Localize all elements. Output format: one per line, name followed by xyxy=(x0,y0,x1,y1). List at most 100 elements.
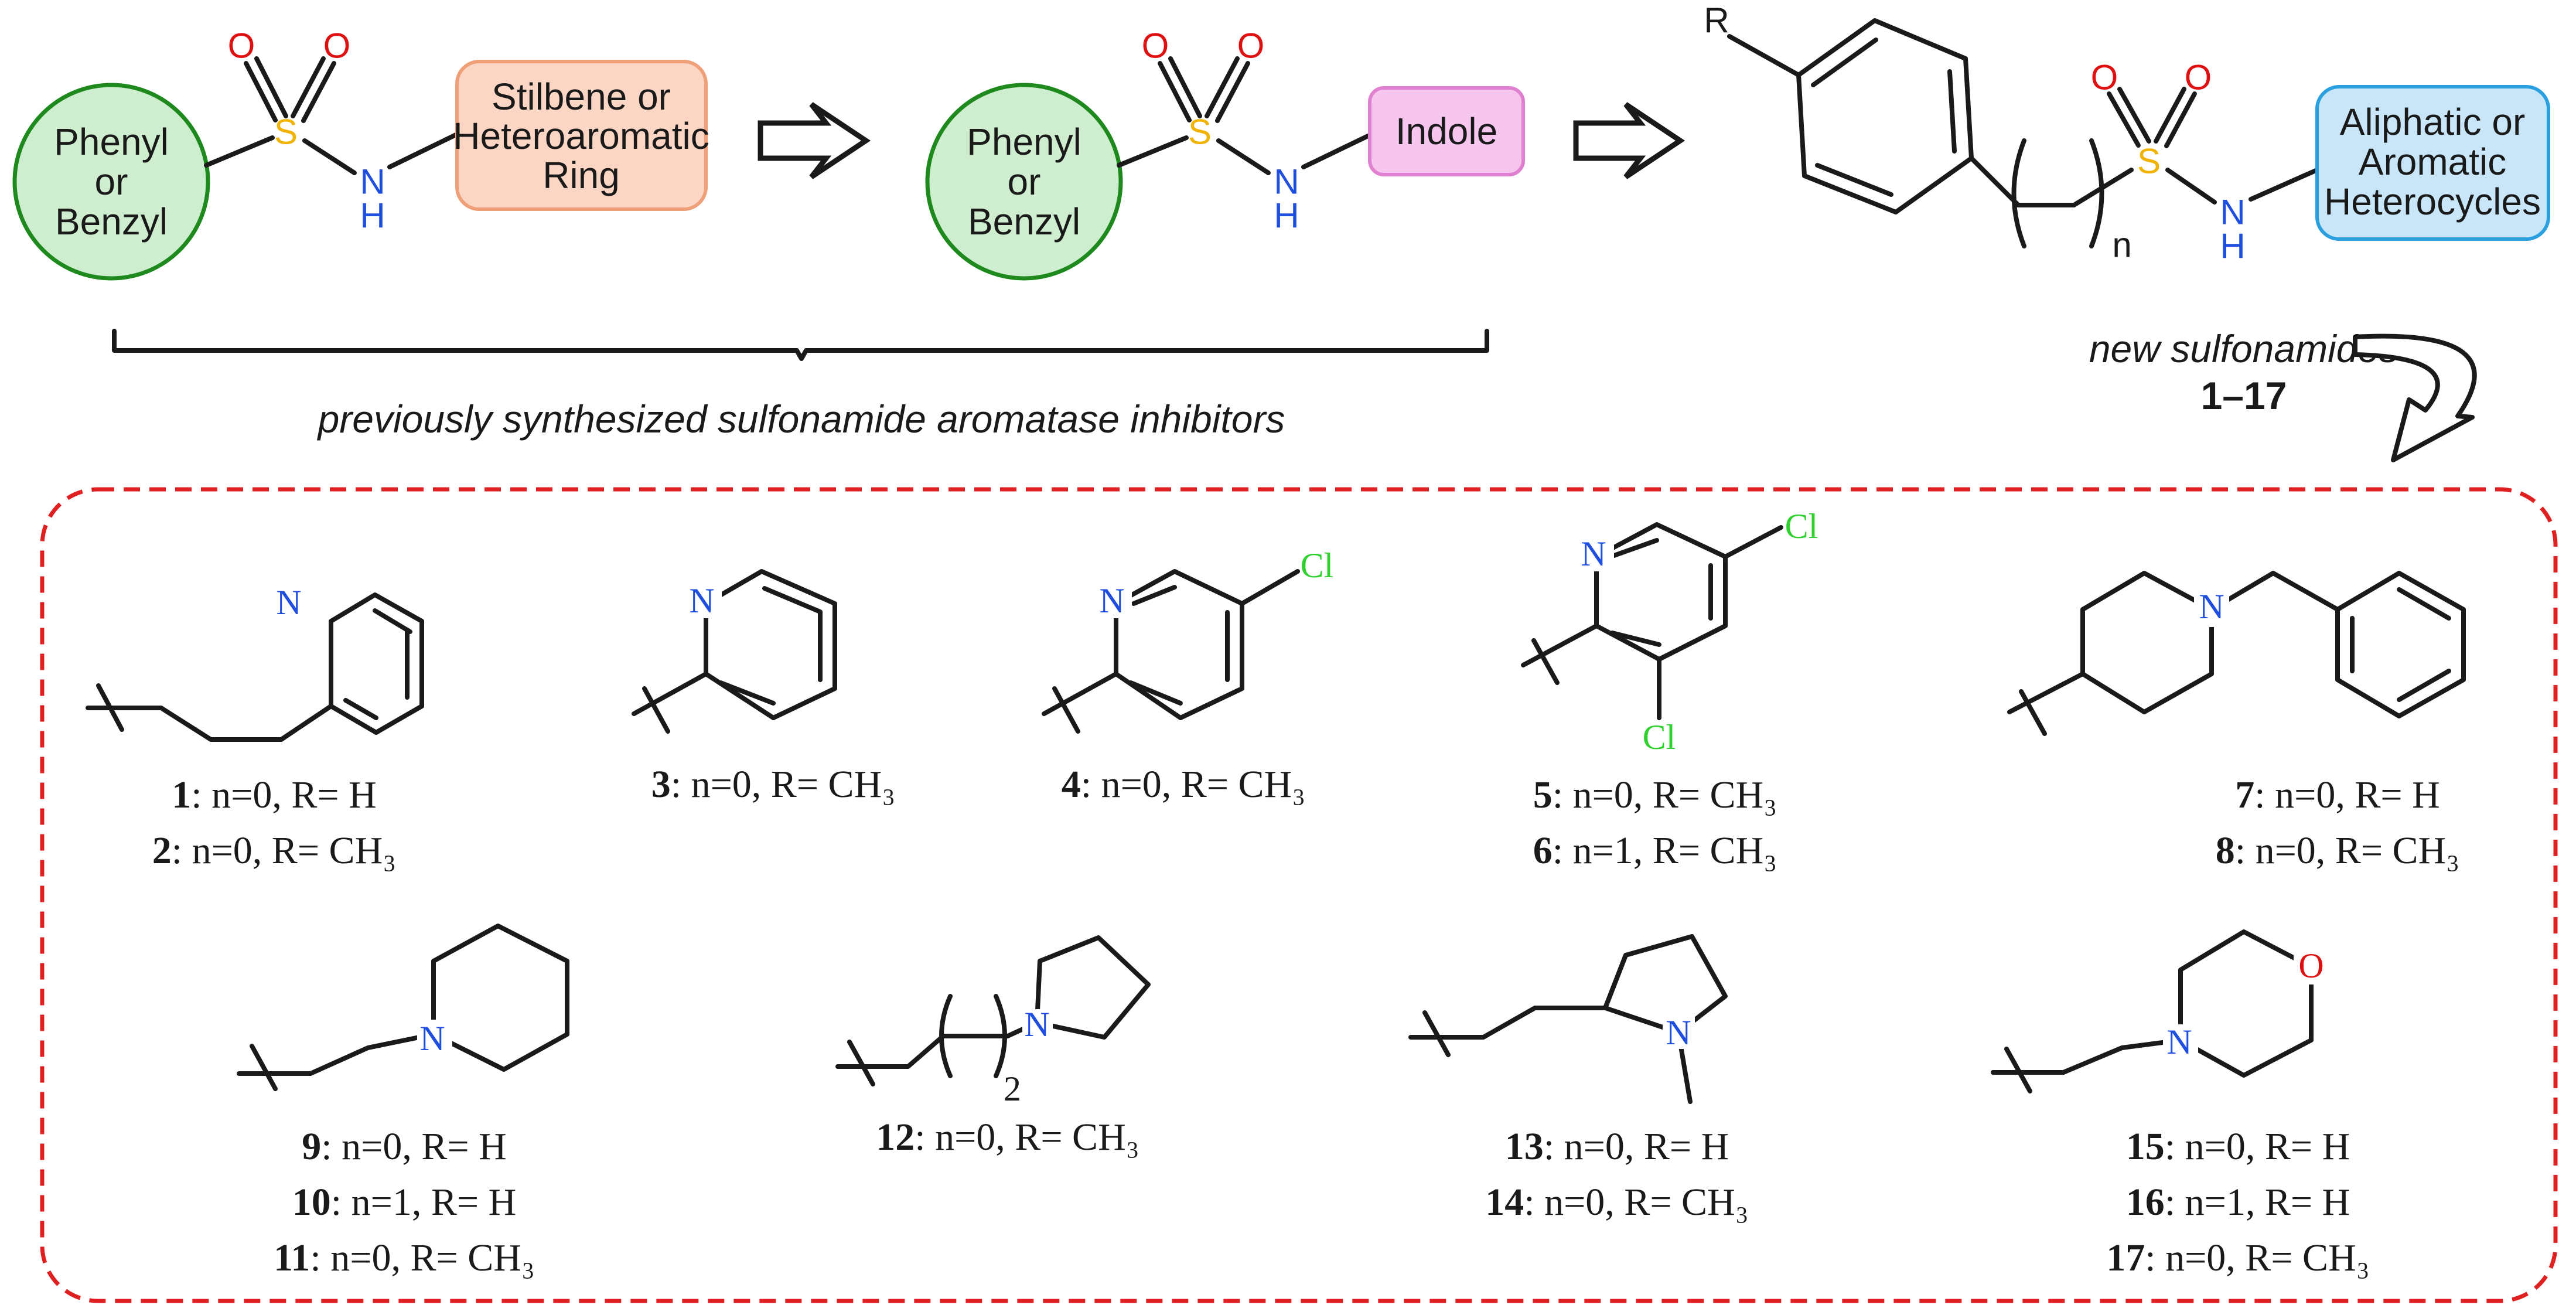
heterocycles-box-line-2: Aromatic xyxy=(2359,141,2507,183)
benzene-ring-7 xyxy=(2335,571,2466,718)
compound-conditions: : n=0, R= CH₃ xyxy=(1553,774,1777,816)
compound-number: 12 xyxy=(876,1116,915,1159)
bond-s-o-left-3 xyxy=(2107,91,2141,148)
compound-conditions: : n=0, R= H xyxy=(191,774,376,816)
indole-box-label: Indole xyxy=(1396,110,1497,152)
bond-n-r-2 xyxy=(1301,134,1370,169)
hydrogen-atom-3: H xyxy=(2220,227,2245,266)
piperidine-ring-9 xyxy=(431,924,569,1072)
bond-ch2-ph-7 xyxy=(2271,571,2340,612)
chain-13 xyxy=(1408,953,1628,1040)
compounds-dashed-border xyxy=(40,487,2558,1303)
pyridine-ring-1 xyxy=(329,592,424,735)
chlorine-5a: Cl xyxy=(1785,507,1818,546)
arrow-right-1 xyxy=(758,102,871,179)
bond-s-n-3 xyxy=(2165,168,2217,205)
nitrogen-atom-3: N xyxy=(2220,193,2245,232)
hydrogen-atom-2: H xyxy=(1274,196,1299,236)
compound-number: 15 xyxy=(2126,1125,2165,1168)
brace-caption: previously synthesized sulfonamide aroma… xyxy=(317,397,1285,441)
pyridine-3-db-a xyxy=(718,680,776,706)
chain-12 xyxy=(835,1020,1039,1069)
attach-3 xyxy=(632,672,708,716)
circle-2-line-1: Phenyl xyxy=(967,121,1081,163)
stilbene-box-line-3: Ring xyxy=(543,154,620,196)
heterocycles-box xyxy=(2315,85,2550,241)
pyrrolidine-ring-12 xyxy=(1035,935,1151,1040)
piperidine-ring-7 xyxy=(2080,571,2214,714)
bond-n-r-3 xyxy=(2249,168,2319,202)
caption-compound-12: 12: n=0, R= CH₃ xyxy=(876,1116,1139,1159)
caption-compound-13: 13: n=0, R= H xyxy=(1505,1125,1729,1168)
new-sulfonamides-label: new sulfonamides xyxy=(2089,327,2398,370)
benzene-double-3 xyxy=(1815,163,1893,197)
compound-conditions: : n=0, R= H xyxy=(321,1125,506,1168)
bond-cl-5a xyxy=(1723,525,1783,559)
scaffold-3-general-structure: R n S O O N H Aliphatic or Aromatic Hete… xyxy=(1704,1,2550,266)
r-group-label: R xyxy=(1704,1,1729,40)
compound-number: 13 xyxy=(1505,1125,1544,1168)
compound-number: 16 xyxy=(2126,1181,2165,1224)
sulfur-atom-3: S xyxy=(2137,142,2161,181)
bond-s-o-right-2b xyxy=(1215,61,1250,123)
compound-number: 5 xyxy=(1533,774,1553,816)
curved-arrow-down xyxy=(2353,333,2477,462)
squiggle-12 xyxy=(847,1040,875,1086)
benzene-7-db-b xyxy=(2397,669,2451,702)
oxygen-atom-2a: O xyxy=(1142,26,1169,66)
circle-2-line-3: Benzyl xyxy=(968,200,1080,243)
attach-4 xyxy=(1042,672,1118,716)
caption-compound-1: 1: n=0, R= H xyxy=(172,774,376,816)
bond-s-o-right-2 xyxy=(1205,56,1240,118)
compound-9-structure: N xyxy=(237,924,569,1091)
circle-1-line-1: Phenyl xyxy=(54,121,169,163)
bond-n-r-1 xyxy=(387,132,458,169)
hydrogen-atom-1: H xyxy=(360,196,385,236)
compound-conditions: : n=0, R= H xyxy=(1544,1125,1729,1168)
squiggle-9 xyxy=(250,1044,278,1091)
circle-1-line-2: or xyxy=(95,161,128,203)
bond-s-n-2 xyxy=(1216,138,1271,175)
oxygen-atom-2b: O xyxy=(1237,26,1265,66)
phenyl-benzyl-circle-2 xyxy=(925,83,1123,281)
circle-1-line-3: Benzyl xyxy=(55,200,168,243)
nitrogen-atom-1: N xyxy=(360,162,385,202)
compound-conditions: : n=0, R= CH₃ xyxy=(172,829,397,872)
phenyl-benzyl-circle-1 xyxy=(12,83,210,281)
oxygen-atom-3a: O xyxy=(2091,58,2118,97)
pyridine-ring-4 xyxy=(1114,569,1244,720)
scaffold-1: Phenyl or Benzyl S O O N H Stilbene or H… xyxy=(12,26,709,281)
pyridine-4-db-c xyxy=(1131,585,1177,606)
caption-compound-8: 8: n=0, R= CH₃ xyxy=(2216,829,2460,872)
squiggle-3 xyxy=(642,686,670,734)
benzene-double-1 xyxy=(1811,38,1878,87)
compound-conditions: : n=0, R= CH₃ xyxy=(2145,1236,2370,1279)
caption-compound-16: 16: n=1, R= H xyxy=(2126,1181,2350,1224)
compound-5-structure: N Cl Cl xyxy=(1521,507,1818,757)
compound-7-structure: N xyxy=(2007,571,2466,736)
pyridine-ring-5 xyxy=(1594,522,1728,662)
morpholine-ring-15 xyxy=(2178,929,2314,1078)
bracket-12-left xyxy=(939,994,953,1078)
pyridine-5-db-a xyxy=(1610,631,1661,647)
oxygen-atom-3b: O xyxy=(2185,58,2212,97)
chain-1 xyxy=(86,704,333,742)
compound-number: 7 xyxy=(2235,774,2254,816)
bond-s-o-right-3b xyxy=(2164,91,2197,148)
squiggle-13 xyxy=(1422,1010,1451,1057)
bond-s-o-right-1b xyxy=(301,61,336,123)
bracket-left xyxy=(2011,138,2026,248)
bond-ring-chain xyxy=(1969,156,2021,207)
scaffold-2: Phenyl or Benzyl S O O N H Indole xyxy=(925,26,1525,281)
attach-7 xyxy=(2007,672,2085,714)
caption-compound-14: 14: n=0, R= CH₃ xyxy=(1485,1181,1749,1224)
brace-under-previous xyxy=(112,329,1489,361)
heterocycles-box-line-3: Heterocycles xyxy=(2324,180,2541,223)
piperidine-7-nitrogen: N xyxy=(2199,587,2224,626)
bond-s-o-left-1b xyxy=(254,56,288,118)
caption-compound-7: 7: n=0, R= H xyxy=(2235,774,2439,816)
compound-number: 6 xyxy=(1533,829,1553,872)
compound-conditions: : n=0, R= H xyxy=(2254,774,2439,816)
